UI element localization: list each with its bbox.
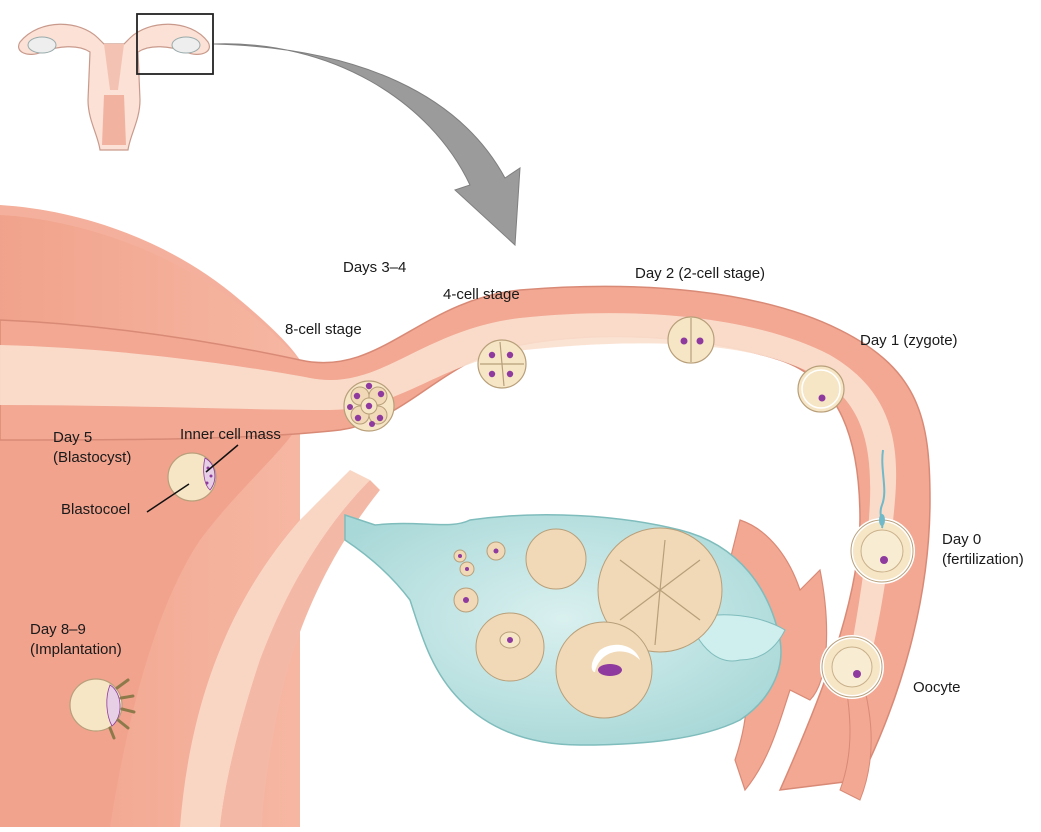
label-4-cell-stage: 4-cell stage — [443, 285, 520, 304]
inset-uterus-thumbnail — [19, 14, 213, 150]
ovary — [345, 515, 785, 745]
label-blastocoel: Blastocoel — [61, 500, 130, 519]
label-8-cell-stage: 8-cell stage — [285, 320, 362, 339]
label-blastocyst: (Blastocyst) — [53, 448, 131, 467]
two-cell-embryo — [668, 317, 714, 363]
label-day-8-9: Day 8–9 — [30, 620, 86, 639]
label-day-0: Day 0 — [942, 530, 981, 549]
label-day-1: Day 1 (zygote) — [860, 331, 958, 350]
label-implantation: (Implantation) — [30, 640, 122, 659]
oocyte-cell — [822, 637, 882, 697]
four-cell-embryo — [478, 340, 526, 388]
uterus-body — [0, 205, 380, 827]
zygote-cell — [798, 366, 844, 412]
zoom-arrow — [214, 44, 520, 245]
eight-cell-embryo — [344, 381, 394, 431]
label-day-2: Day 2 (2-cell stage) — [635, 264, 765, 283]
label-day-5: Day 5 — [53, 428, 92, 447]
label-fertilization: (fertilization) — [942, 550, 1024, 569]
label-oocyte: Oocyte — [913, 678, 961, 697]
label-inner-cell-mass: Inner cell mass — [180, 425, 281, 444]
label-days-3-4: Days 3–4 — [343, 258, 406, 277]
